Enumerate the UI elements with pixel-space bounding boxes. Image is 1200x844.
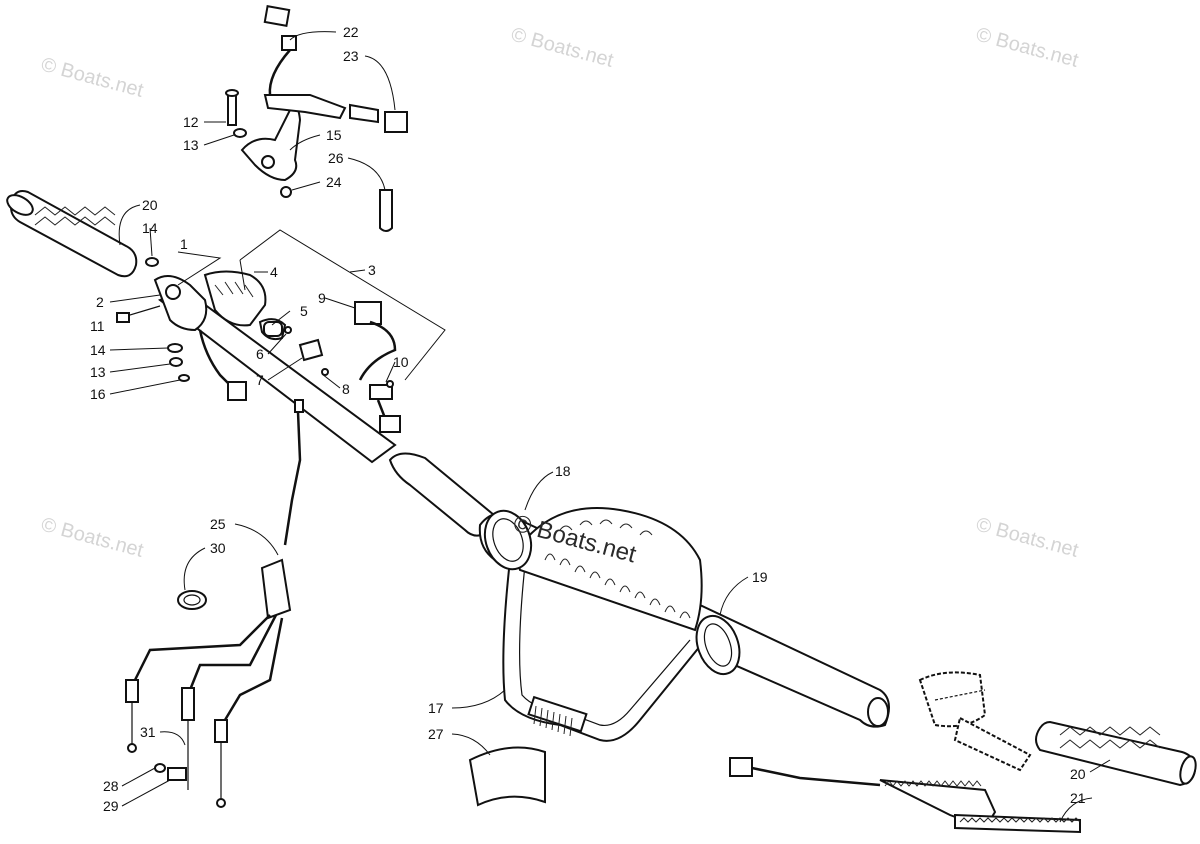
- switch-assembly: [198, 229, 446, 433]
- callout-30: 30: [210, 540, 226, 556]
- callout-24: 24: [326, 174, 342, 190]
- washers-stack: [145, 257, 190, 382]
- brace-knurl: [527, 695, 588, 737]
- callout-25: 25: [210, 516, 226, 532]
- callout-15: 15: [326, 127, 342, 143]
- sensor-26: [379, 189, 393, 232]
- callout-13-lower: 13: [90, 364, 106, 380]
- brake-master-cylinder: [918, 671, 1032, 772]
- callout-11: 11: [90, 318, 105, 334]
- callout-14-upper: 14: [142, 220, 158, 236]
- grip-heater: [729, 757, 1081, 834]
- callout-5: 5: [300, 303, 308, 319]
- callout-31: 31: [140, 724, 156, 740]
- callout-19: 19: [752, 569, 768, 585]
- leader-lines: [109, 31, 1111, 823]
- callout-22: 22: [343, 24, 359, 40]
- callout-10: 10: [393, 354, 409, 370]
- callout-20-left: 20: [142, 197, 158, 213]
- pad-ribs: [544, 553, 691, 619]
- throttle-cable: [125, 399, 304, 808]
- pad-top-ribs: [559, 519, 653, 536]
- callout-1: 1: [180, 236, 188, 252]
- callout-4: 4: [270, 264, 278, 280]
- callout-13-upper: 13: [183, 137, 199, 153]
- callout-20-right: 20: [1070, 766, 1086, 782]
- callout-28: 28: [103, 778, 119, 794]
- callout-21: 21: [1070, 790, 1086, 806]
- handlebar-right-end: [867, 697, 889, 727]
- callout-7: 7: [256, 372, 264, 388]
- watermark-mid-right: © Boats.net: [974, 514, 1081, 562]
- pad-clamp-left: [483, 509, 533, 571]
- callout-18: 18: [555, 463, 571, 479]
- callout-17: 17: [428, 700, 444, 716]
- callout-27: 27: [428, 726, 444, 742]
- clamp-bracket: [225, 89, 302, 198]
- callout-14-lower: 14: [90, 342, 106, 358]
- handlebar-brace-outer: [502, 559, 706, 742]
- callout-16: 16: [90, 386, 106, 402]
- callout-labels: 22 23 12 13 15 26 24 20 14 1 4 3 2 9 11 …: [90, 24, 1086, 814]
- pad-clamp-right: [695, 614, 741, 676]
- kill-switch: [263, 5, 408, 133]
- callout-26: 26: [328, 150, 344, 166]
- callout-12: 12: [183, 114, 199, 130]
- watermark-mid-left: © Boats.net: [39, 514, 146, 562]
- callout-29: 29: [103, 798, 119, 814]
- left-control-housing: [116, 270, 287, 341]
- callout-3: 3: [368, 262, 376, 278]
- callout-9: 9: [318, 290, 326, 306]
- callout-6: 6: [256, 346, 264, 362]
- watermark-top-left: © Boats.net: [39, 54, 146, 102]
- pad-strip: [468, 746, 546, 807]
- watermark-top-right: © Boats.net: [974, 24, 1081, 72]
- watermark-top-center: © Boats.net: [509, 24, 616, 72]
- left-grip: [6, 190, 138, 278]
- hose-clamp: [177, 590, 207, 610]
- callout-2: 2: [96, 294, 104, 310]
- right-grip: [1035, 720, 1197, 787]
- callout-23: 23: [343, 48, 359, 64]
- callout-8: 8: [342, 381, 350, 397]
- handlebar-pad: © Boats.net: [483, 507, 741, 676]
